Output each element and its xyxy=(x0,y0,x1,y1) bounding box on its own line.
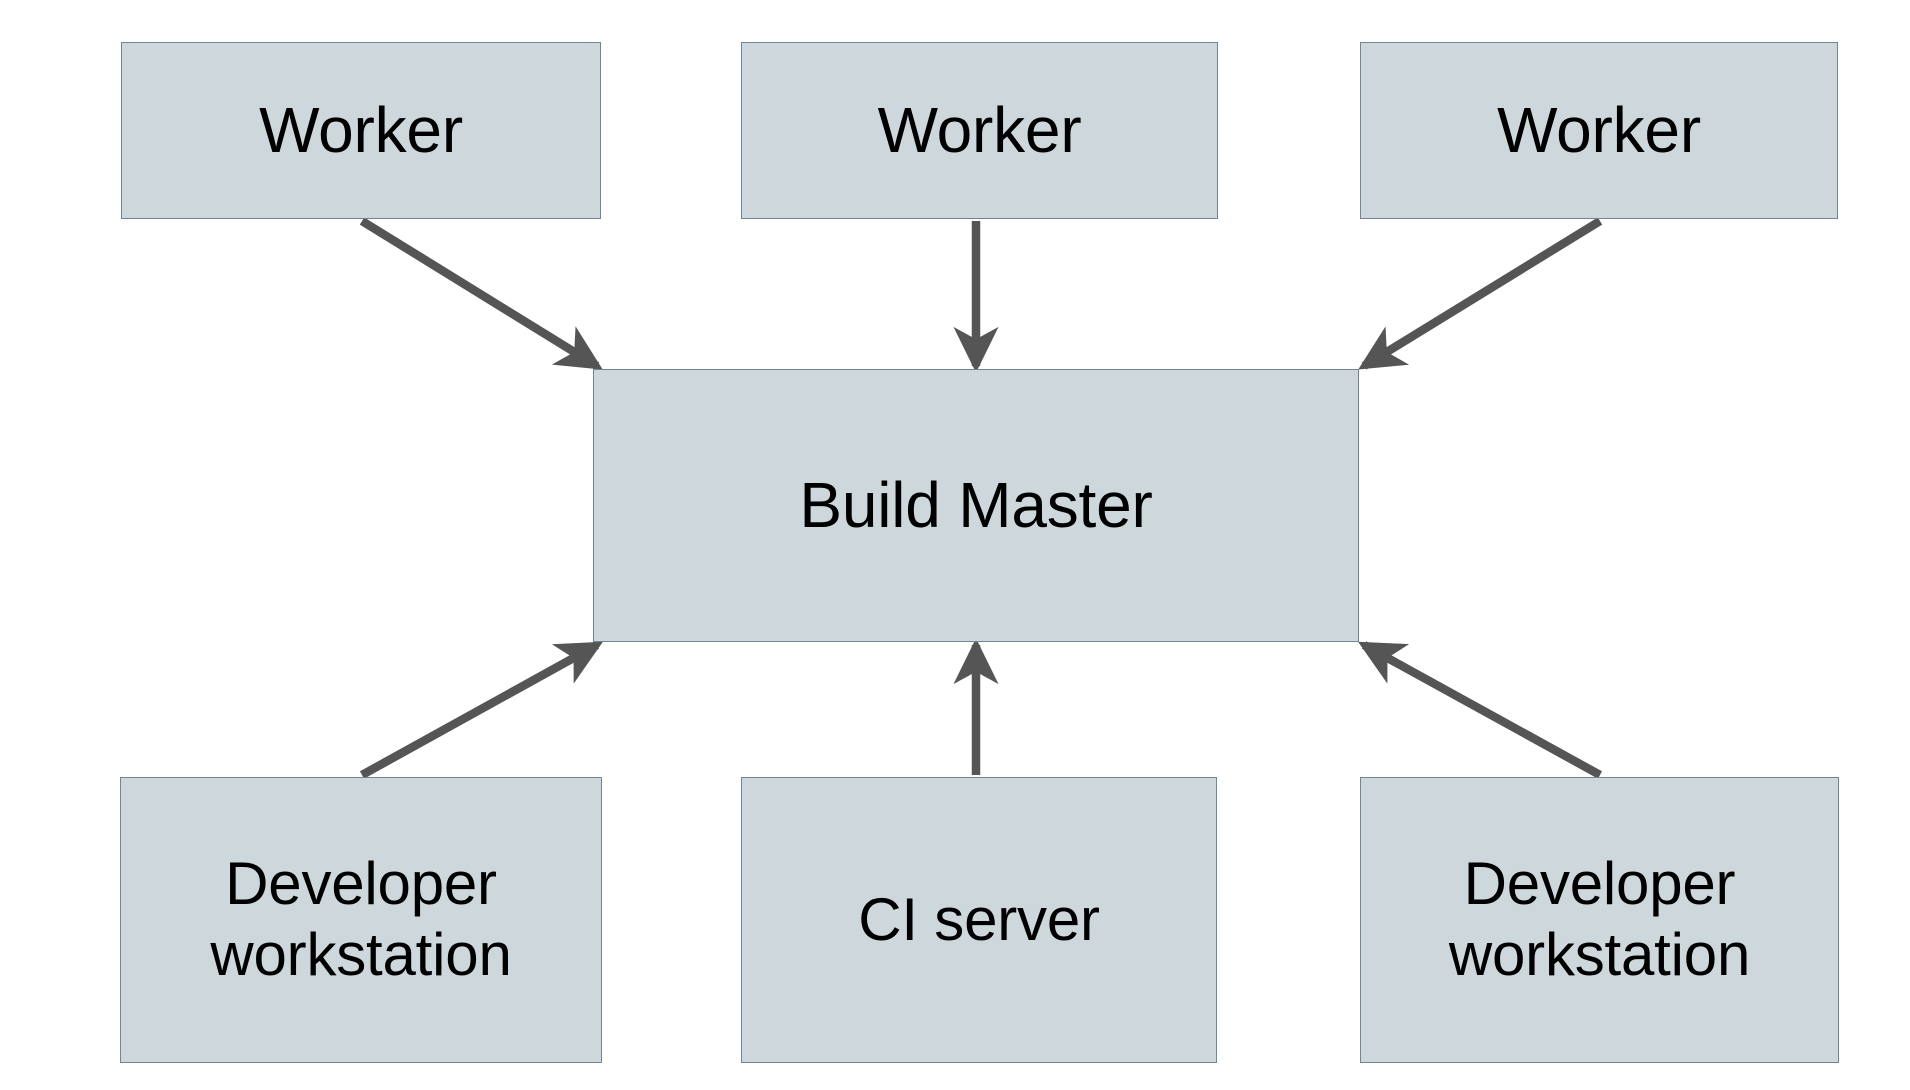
node-developer-workstation-left[interactable]: Developer workstation xyxy=(120,777,602,1063)
node-label-ci-server: CI server xyxy=(858,885,1100,953)
node-label-developer-workstation-right: Developer workstation xyxy=(1448,850,1751,988)
node-worker-center[interactable]: Worker xyxy=(741,42,1218,219)
node-label-worker-right: Worker xyxy=(1497,93,1701,166)
node-label-developer-workstation-left: Developer workstation xyxy=(210,850,512,988)
node-label-build-master: Build Master xyxy=(799,468,1153,541)
node-label-worker-left: Worker xyxy=(259,93,463,166)
node-build-master[interactable]: Build Master xyxy=(593,369,1359,642)
edge-devws-left-to-master xyxy=(359,641,603,779)
edge-worker-right-to-master xyxy=(1358,217,1603,370)
edge-devws-right-to-master xyxy=(1358,641,1603,779)
node-label-worker-center: Worker xyxy=(877,93,1082,166)
node-worker-right[interactable]: Worker xyxy=(1360,42,1838,219)
node-developer-workstation-right[interactable]: Developer workstation xyxy=(1360,777,1839,1063)
node-ci-server[interactable]: CI server xyxy=(741,777,1217,1063)
node-worker-left[interactable]: Worker xyxy=(121,42,601,219)
edge-worker-left-to-master xyxy=(359,217,603,370)
